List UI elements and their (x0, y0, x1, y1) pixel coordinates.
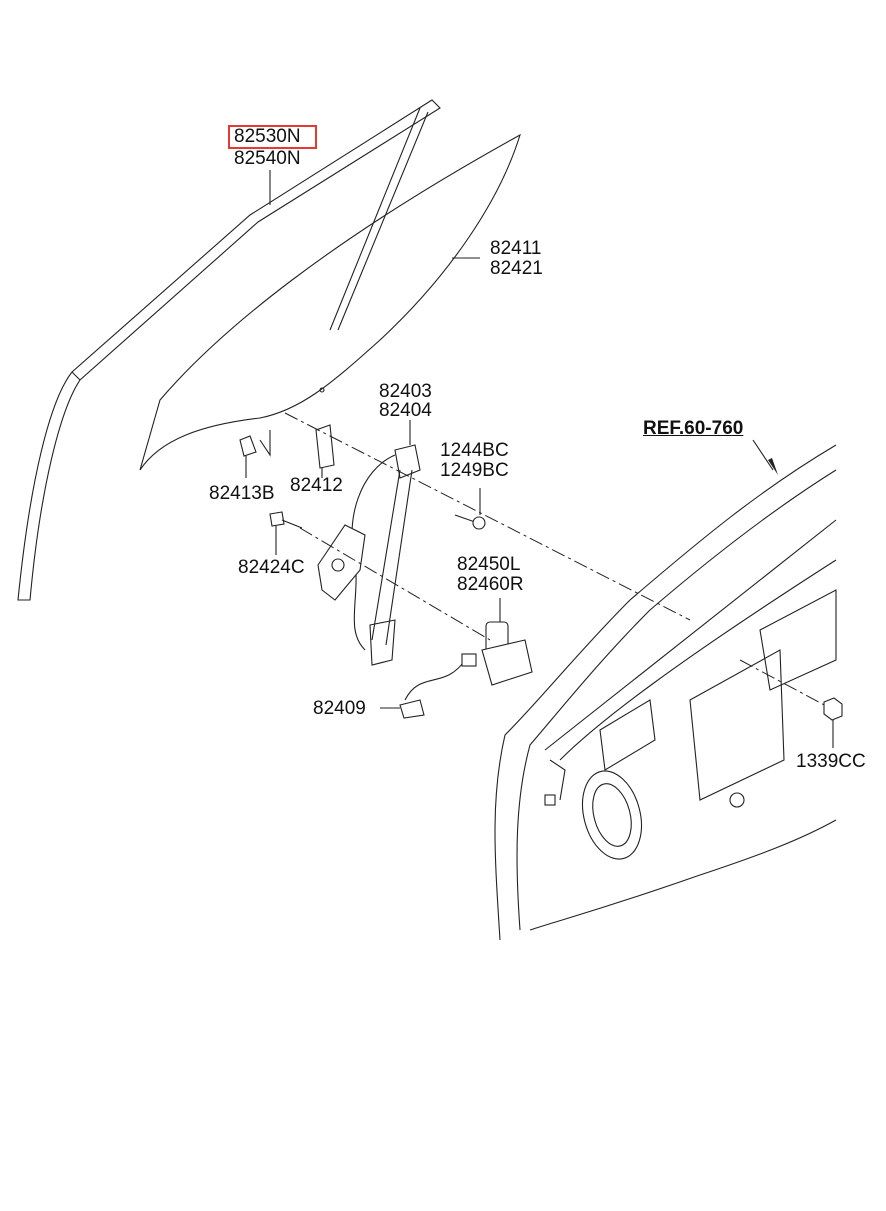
label-ref[interactable]: REF.60-760 (643, 418, 744, 439)
label-1339cc[interactable]: 1339CC (796, 751, 866, 772)
assembly-line (299, 527, 491, 641)
glass-bracket[interactable] (315, 424, 335, 478)
window-moulding[interactable] (17, 99, 441, 601)
assembly-line (284, 412, 691, 621)
label-1249bc[interactable]: 1249BC (440, 460, 509, 481)
label-82424c[interactable]: 82424C (238, 557, 305, 578)
label-1244bc[interactable]: 1244BC (440, 440, 509, 461)
label-82421[interactable]: 82421 (490, 258, 543, 279)
label-82411[interactable]: 82411 (490, 238, 542, 259)
wiring-harness[interactable] (380, 653, 477, 719)
label-82450l[interactable]: 82450L (457, 554, 521, 575)
highlight-box (228, 125, 317, 149)
ref-arrow (752, 439, 778, 475)
label-82530n[interactable]: 82530N (234, 126, 301, 147)
label-82460r[interactable]: 82460R (457, 574, 524, 595)
label-82403[interactable]: 82403 (379, 381, 432, 402)
label-82412[interactable]: 82412 (290, 475, 343, 496)
regulator-motor[interactable] (481, 598, 533, 686)
glass-clip[interactable] (239, 430, 271, 478)
bolt-1244bc[interactable] (454, 488, 486, 530)
assembly-line (739, 659, 831, 709)
window-glass[interactable] (139, 133, 521, 471)
nut-1339cc[interactable] (823, 697, 843, 748)
label-82404[interactable]: 82404 (379, 400, 432, 421)
bolt-82424c[interactable] (269, 511, 303, 555)
door-panel (494, 444, 837, 941)
window-regulator[interactable] (317, 444, 421, 666)
label-82409[interactable]: 82409 (313, 698, 366, 719)
label-82413b[interactable]: 82413B (209, 483, 275, 504)
label-82540n[interactable]: 82540N (234, 148, 301, 169)
